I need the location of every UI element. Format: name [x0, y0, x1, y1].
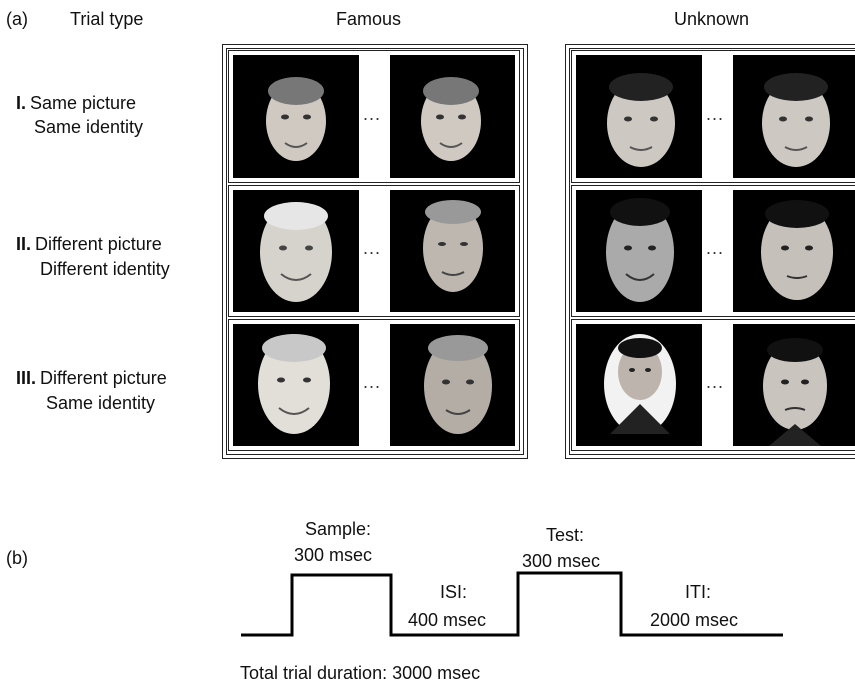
- famous-panel-inner-border: [226, 48, 524, 455]
- isi-duration: 400 msec: [408, 610, 487, 630]
- row-label-2: II.Different picture: [16, 233, 162, 255]
- row-label-3: III.Different picture: [16, 367, 167, 389]
- unknown-row3-test-face: [733, 324, 855, 446]
- unknown-panel: [565, 44, 855, 459]
- row-3-line1: Different picture: [40, 368, 167, 388]
- column-header-unknown: Unknown: [674, 9, 750, 29]
- trial-type-header: Trial type: [70, 9, 144, 29]
- test-label: Test:: [546, 525, 585, 545]
- row-numeral-3: III.: [16, 368, 37, 388]
- column-header-famous: Famous: [336, 9, 402, 29]
- unknown-row1-test-face: [733, 55, 855, 178]
- timeline-step-line: [241, 571, 783, 637]
- unknown-row1-sample-face: [576, 55, 702, 178]
- row-label-1: I.Same picture: [16, 92, 136, 114]
- iti-label: ITI:: [685, 582, 711, 602]
- row-1-line1: Same picture: [30, 93, 137, 113]
- unknown-row3-separator: ...: [706, 372, 725, 392]
- unknown-panel-inner-border: [569, 48, 855, 455]
- famous-panel: [222, 44, 528, 459]
- row-1-line2: Same identity: [34, 117, 144, 137]
- total-duration: Total trial duration: 3000 msec: [240, 663, 481, 683]
- famous-row1-separator: ...: [363, 104, 382, 124]
- row-numeral-1: I.: [16, 93, 27, 113]
- iti-duration: 2000 msec: [650, 610, 739, 630]
- famous-row2-test-face: [390, 190, 515, 312]
- famous-row2-sample-face: [233, 190, 359, 312]
- famous-row3-test-face: [390, 324, 515, 446]
- part-a-label: (a): [6, 9, 28, 29]
- unknown-row2-sample-face: [576, 190, 702, 312]
- famous-row3-separator: ...: [363, 372, 382, 392]
- unknown-row3-sample-face: [576, 324, 702, 446]
- famous-row1-test-face: [390, 55, 515, 178]
- famous-row3-sample-face: [233, 324, 359, 446]
- test-duration: 300 msec: [522, 551, 601, 571]
- part-b-label: (b): [6, 548, 28, 568]
- unknown-row2-test-face: [733, 190, 855, 312]
- sample-duration: 300 msec: [294, 545, 373, 565]
- unknown-row2-separator: ...: [706, 238, 725, 258]
- row-2-line2: Different identity: [40, 259, 170, 279]
- famous-row1-sample-face: [233, 55, 359, 178]
- row-2-line1: Different picture: [35, 234, 162, 254]
- sample-label: Sample:: [305, 519, 372, 539]
- isi-label: ISI:: [440, 582, 468, 602]
- row-numeral-2: II.: [16, 234, 32, 254]
- row-3-line2: Same identity: [46, 393, 156, 413]
- unknown-row1-separator: ...: [706, 104, 725, 124]
- famous-row2-separator: ...: [363, 238, 382, 258]
